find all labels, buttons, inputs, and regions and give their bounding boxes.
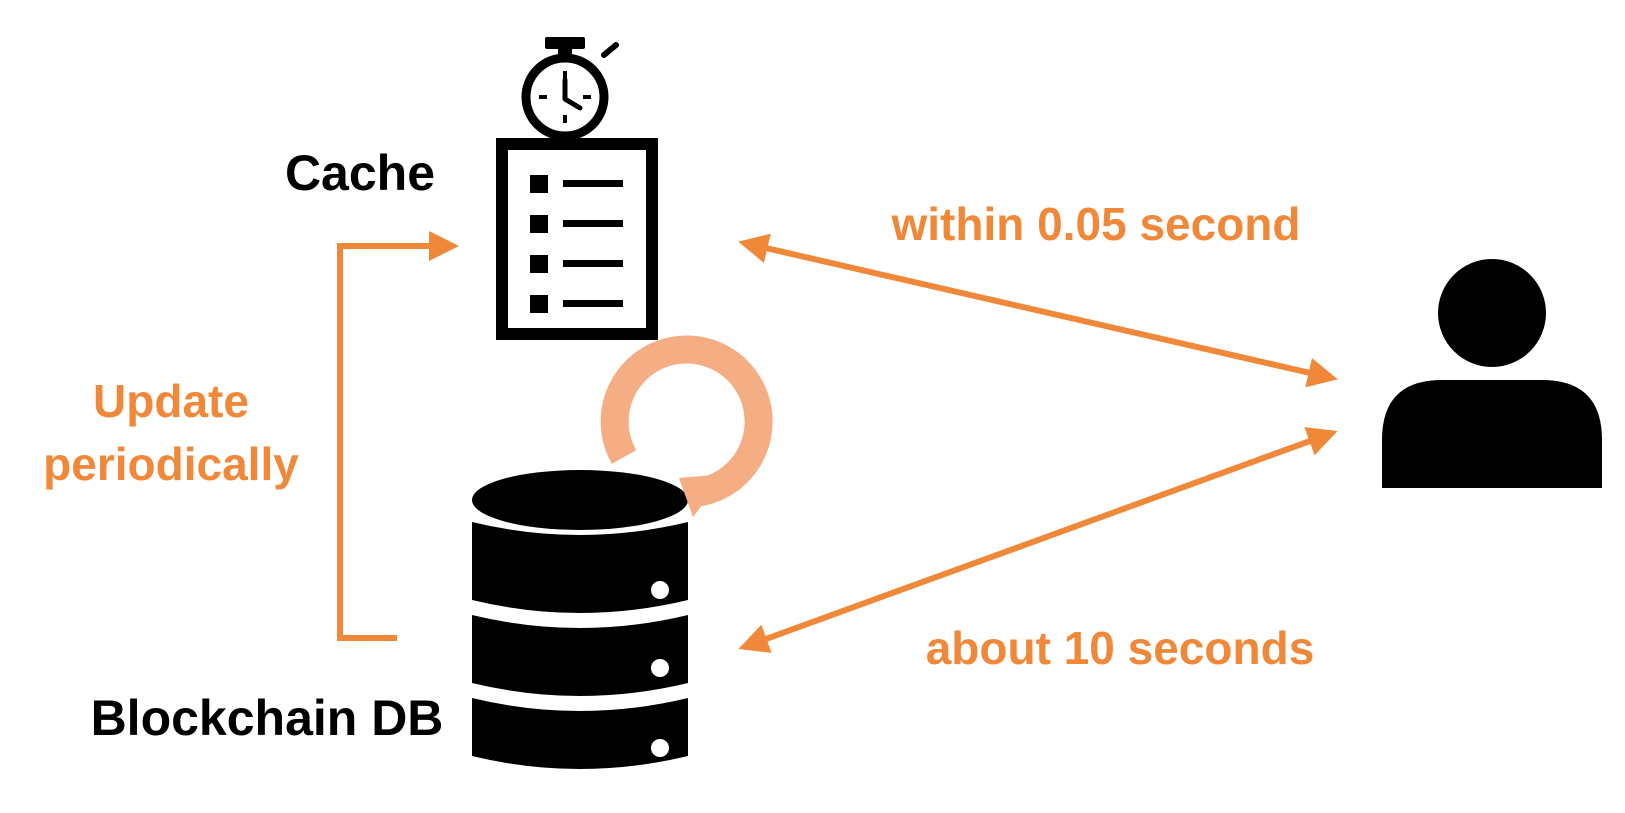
- update-label-line1: Update: [93, 375, 249, 427]
- cache-latency-label: within 0.05 second: [891, 198, 1301, 250]
- blockchain-db-label: Blockchain DB: [91, 690, 444, 746]
- cache-user-arrow: [738, 233, 1338, 388]
- cache-label: Cache: [285, 145, 435, 201]
- database-icon: [472, 470, 688, 769]
- user-icon: [1382, 259, 1602, 488]
- stopwatch-icon: [521, 37, 619, 141]
- db-latency-label: about 10 seconds: [926, 622, 1315, 674]
- update-bracket-arrow: [337, 231, 459, 641]
- checklist-icon: [496, 138, 658, 340]
- db-user-arrow: [738, 427, 1338, 653]
- update-label-line2: periodically: [43, 438, 299, 490]
